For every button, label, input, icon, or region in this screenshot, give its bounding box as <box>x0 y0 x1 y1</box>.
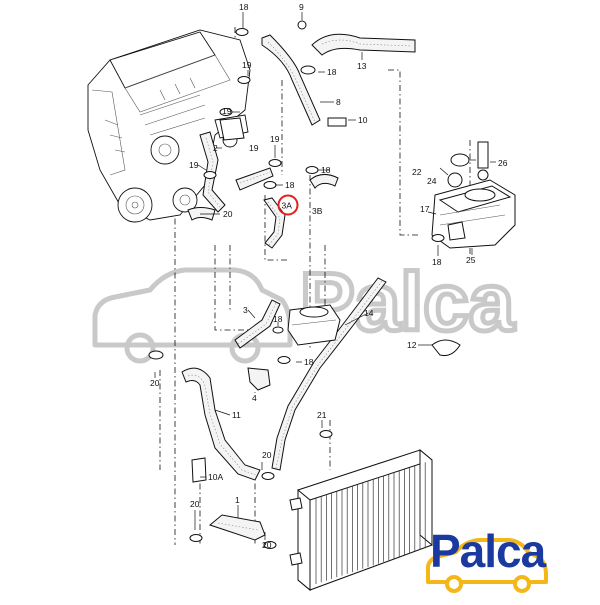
watermark-wheel-left-icon <box>124 332 156 364</box>
callout-20: 20 <box>262 450 272 460</box>
callout-14: 14 <box>364 308 374 318</box>
clamps <box>148 20 461 549</box>
callout-18: 18 <box>239 2 249 12</box>
callout-12: 12 <box>407 340 417 350</box>
callout-22: 22 <box>412 167 422 177</box>
clamp-20-bottom-right <box>263 541 277 549</box>
callout-25: 25 <box>466 255 476 265</box>
callout-19: 19 <box>249 143 259 153</box>
callout-20: 20 <box>262 540 272 550</box>
brand-name: Palca <box>430 525 546 577</box>
hose-1 <box>208 514 266 541</box>
callout-9: 9 <box>299 2 304 12</box>
callout-19: 19 <box>189 160 199 170</box>
logo-car-icon <box>426 538 548 593</box>
sensor-26 <box>477 141 489 169</box>
hose-8 <box>261 34 321 126</box>
thermostat-housing <box>219 117 341 346</box>
callout-19: 19 <box>222 106 232 116</box>
clamp-20-bottom-left <box>189 534 203 542</box>
clamp-19-d <box>203 171 217 179</box>
clamp-20-right <box>261 472 275 480</box>
watermark-car-icon <box>92 267 293 348</box>
callout-18: 18 <box>432 257 442 267</box>
callout-20: 20 <box>223 209 233 219</box>
clamp-18-right <box>300 65 316 75</box>
hose-11 <box>181 367 261 481</box>
callout-18: 18 <box>273 314 283 324</box>
callout-17: 17 <box>420 204 430 214</box>
callout-3: 3 <box>243 305 248 315</box>
clamp-21 <box>319 430 333 438</box>
callout-19: 19 <box>270 134 280 144</box>
callout-3B: 3B <box>312 206 323 216</box>
engine-block <box>87 29 251 223</box>
callout-21: 21 <box>317 410 327 420</box>
callout-13: 13 <box>357 61 367 71</box>
clamp-20-left <box>148 350 164 360</box>
clamp-18-3 <box>272 326 284 334</box>
clamp-18-mid <box>263 181 277 189</box>
radiator-fins <box>315 462 426 584</box>
hose-3B <box>309 174 339 189</box>
hoses <box>181 33 416 541</box>
callout-10A: 10A <box>208 472 223 482</box>
callout-18: 18 <box>327 67 337 77</box>
callout-18: 18 <box>321 165 331 175</box>
leader-lines <box>154 12 496 540</box>
callout-4: 4 <box>252 393 257 403</box>
bracket-10A <box>191 457 207 483</box>
clamp-18-top <box>235 28 249 36</box>
expansion-tank <box>431 141 516 249</box>
cap-24 <box>447 172 463 188</box>
brand-logo: Palca <box>422 522 598 594</box>
callout-18: 18 <box>304 357 314 367</box>
callout-2: 2 <box>213 143 218 153</box>
callout-labels: 18 9 18 13 19 8 10 19 2 19 19 18 19 18 2… <box>150 2 508 550</box>
bolt-9 <box>297 20 307 30</box>
callout-10: 10 <box>358 115 368 125</box>
clamp-19-a <box>237 76 251 84</box>
cap-22 <box>450 153 470 167</box>
hose-4 <box>247 367 271 391</box>
clamp-18-tank <box>431 234 445 242</box>
clamp-18-3b <box>305 166 319 174</box>
callout-20: 20 <box>190 499 200 509</box>
callout-1: 1 <box>235 495 240 505</box>
hose-19-small <box>235 167 274 191</box>
highlight-ring-3A <box>277 194 299 216</box>
callout-3A: 3A <box>282 201 293 211</box>
radiator <box>289 448 433 592</box>
callout-20: 20 <box>150 378 160 388</box>
hose-13 <box>311 33 416 56</box>
callout-19: 19 <box>242 60 252 70</box>
bolt-10 <box>327 117 347 127</box>
clamp-18-housing <box>277 356 291 364</box>
callout-18: 18 <box>285 180 295 190</box>
hose-3 <box>234 299 281 349</box>
callout-8: 8 <box>336 97 341 107</box>
clamp-12 <box>431 339 461 356</box>
callout-26: 26 <box>498 158 508 168</box>
callout-24: 24 <box>427 176 437 186</box>
callout-11: 11 <box>232 410 241 420</box>
hose-14 <box>271 277 387 471</box>
clamp-19-c <box>268 159 282 167</box>
